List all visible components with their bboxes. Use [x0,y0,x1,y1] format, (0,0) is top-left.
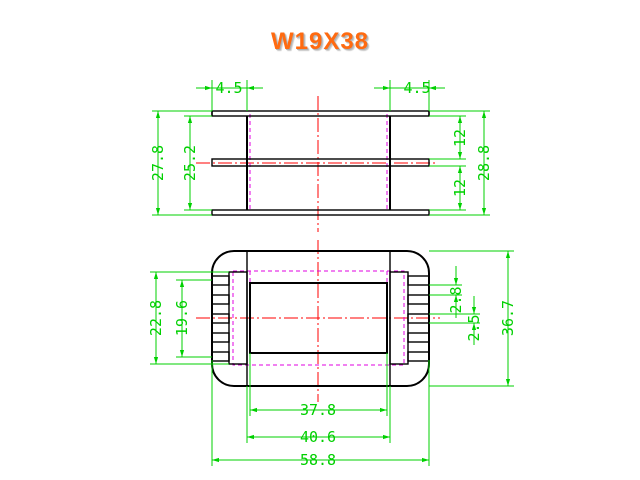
bottom-view-outline [211,250,430,387]
dim-body-height: 36.7 [499,300,517,336]
dim-pin-pitch: 2.8 [447,286,465,313]
top-view-dimensions: 4.5 4.5 27.8 25.2 12 [149,79,493,216]
top-view: 4.5 4.5 27.8 25.2 12 [149,79,493,232]
drawing-title: W19X38 [270,28,370,55]
dim-top-flange-right: 4.5 [403,79,430,97]
bottom-view: 22.8 19.6 2.8 2.5 36.7 [147,240,517,469]
dim-pin-inner: 19.6 [173,300,191,336]
dim-inner-height-left: 25.2 [181,145,199,181]
dim-overall-width: 58.8 [300,451,336,469]
right-pins [407,275,430,362]
dim-pin-span: 22.8 [147,300,165,336]
bottom-view-center-lines [196,240,440,402]
dim-top-flange-left: 4.5 [215,79,242,97]
dim-flange-width: 40.6 [300,428,336,446]
dim-window-width: 37.8 [300,401,336,419]
dim-slot-upper-right: 12 [451,129,469,147]
dim-overall-height-left: 27.8 [149,145,167,181]
dim-slot-lower-right: 12 [451,179,469,197]
bottom-view-dimensions: 22.8 19.6 2.8 2.5 36.7 [147,250,517,469]
top-view-hidden-lines [249,114,388,212]
dim-overall-height-right: 28.8 [475,145,493,181]
dim-pin-width: 2.5 [465,314,483,341]
top-view-outline [211,110,430,216]
